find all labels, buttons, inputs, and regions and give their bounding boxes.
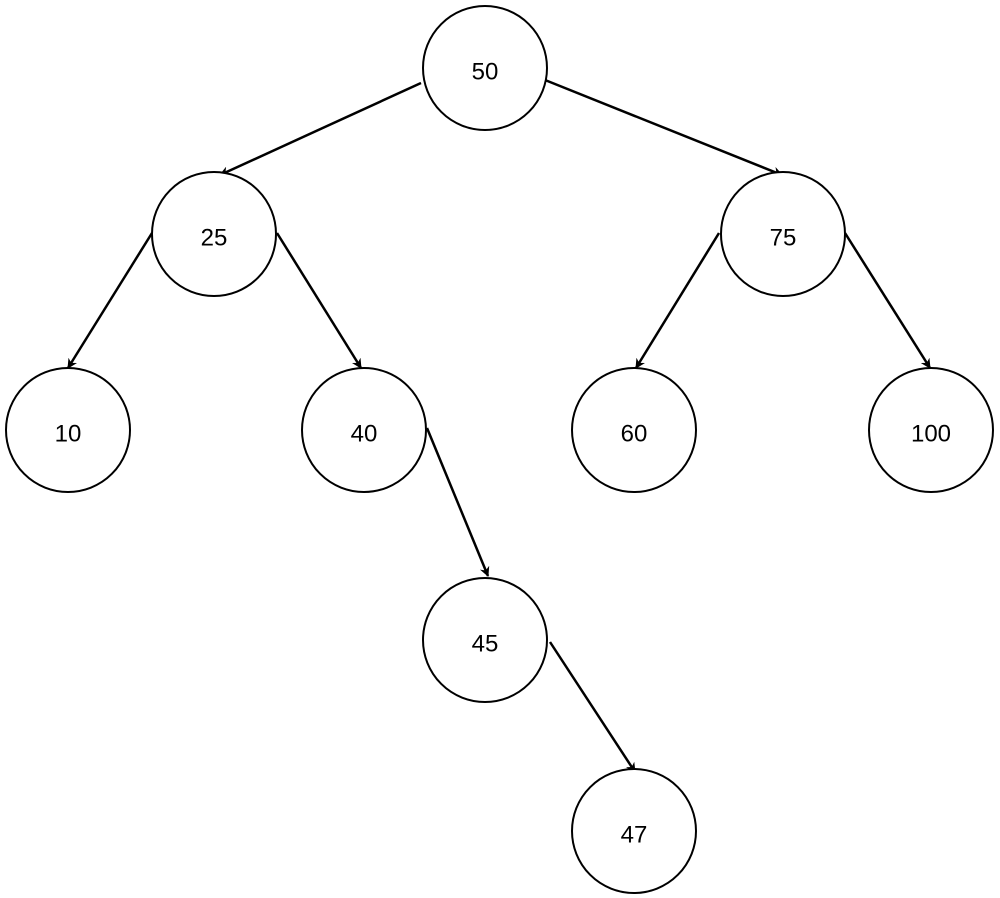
edge-40-45 [425, 427, 490, 577]
node-label: 47 [621, 822, 648, 849]
edge-45-47 [548, 641, 637, 773]
node-circle [868, 367, 994, 493]
edge-75-100 [843, 232, 932, 369]
node-circle [301, 367, 427, 493]
node-label: 10 [55, 421, 82, 448]
node-circle [422, 577, 548, 703]
tree-node-40: 40 [301, 367, 427, 493]
node-label: 45 [472, 631, 499, 658]
edges [66, 78, 932, 773]
tree-node-47: 47 [571, 768, 697, 894]
edge-75-60 [634, 232, 721, 369]
tree-node-25: 25 [151, 171, 277, 297]
node-circle [720, 171, 846, 297]
node-label: 100 [911, 421, 951, 448]
edge-25-10 [66, 232, 154, 369]
tree-node-10: 10 [5, 367, 131, 493]
node-label: 50 [472, 59, 499, 86]
node-circle [151, 171, 277, 297]
edge-25-40 [275, 232, 363, 369]
edge-50-75 [544, 78, 783, 177]
node-circle [422, 5, 548, 131]
tree-node-45: 45 [422, 577, 548, 703]
tree-node-60: 60 [571, 367, 697, 493]
tree-node-50: 50 [422, 5, 548, 131]
node-circle [571, 768, 697, 894]
node-circle [5, 367, 131, 493]
node-label: 75 [770, 225, 797, 252]
tree-node-100: 100 [868, 367, 994, 493]
edge-50-25 [219, 81, 422, 177]
node-label: 40 [351, 421, 378, 448]
node-label: 25 [201, 225, 228, 252]
tree-node-75: 75 [720, 171, 846, 297]
node-circle [571, 367, 697, 493]
node-label: 60 [621, 421, 648, 448]
